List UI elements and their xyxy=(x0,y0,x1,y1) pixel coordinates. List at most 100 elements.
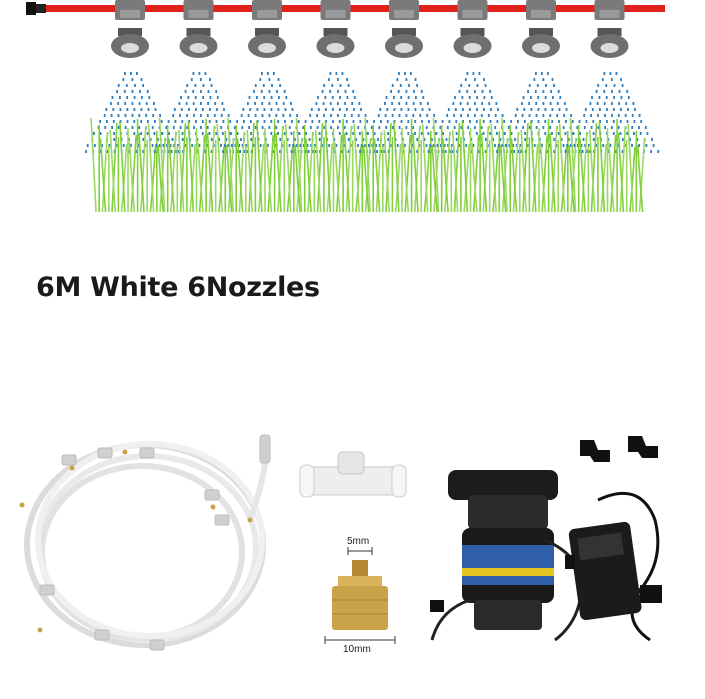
grass-blade xyxy=(609,134,617,213)
nozzle-neck xyxy=(460,28,485,36)
spray-droplet xyxy=(535,114,538,117)
spray-droplet xyxy=(245,144,248,147)
grass-blade xyxy=(463,143,470,213)
spray-droplet xyxy=(603,90,606,93)
spray-droplet xyxy=(533,144,536,147)
spray-droplet xyxy=(216,108,218,111)
spray-droplet xyxy=(514,138,516,141)
spray-droplet xyxy=(161,132,164,135)
spray-droplet xyxy=(624,114,627,117)
spray-droplet xyxy=(558,108,561,111)
spray-droplet xyxy=(458,144,460,147)
spray-droplet xyxy=(396,78,399,81)
spray-droplet xyxy=(504,132,506,135)
spray-droplet xyxy=(476,108,478,111)
spray-droplet xyxy=(573,144,576,147)
grass-blade xyxy=(246,129,253,213)
spray-droplet xyxy=(323,126,326,129)
grass-blade xyxy=(402,141,410,213)
misting-illustration xyxy=(26,0,665,213)
spray-droplet xyxy=(484,150,487,153)
spray-droplet xyxy=(86,144,89,147)
spray-droplet xyxy=(621,138,624,141)
spray-droplet xyxy=(626,90,629,93)
spray-droplet xyxy=(609,144,612,147)
spray-droplet xyxy=(560,138,563,141)
spray-droplet xyxy=(201,120,204,123)
spray-droplet xyxy=(328,144,331,147)
water-pump xyxy=(430,470,584,642)
spray-droplet xyxy=(186,84,189,87)
spray-droplet xyxy=(130,144,132,147)
spray-droplet xyxy=(350,114,353,117)
spray-droplet xyxy=(455,120,458,123)
spray-droplet xyxy=(138,102,141,105)
spray-droplet xyxy=(468,96,471,99)
spray-droplet xyxy=(482,132,485,135)
spray-droplet xyxy=(275,126,278,129)
grass-blade xyxy=(101,131,109,213)
spray-droplet xyxy=(638,114,641,117)
spray-droplet xyxy=(475,120,478,123)
spray-droplet xyxy=(318,120,321,123)
spray-droplet xyxy=(652,144,655,147)
spray-droplet xyxy=(510,132,513,135)
grass-blade xyxy=(362,144,370,213)
spray-droplet xyxy=(484,138,487,141)
spray-droplet xyxy=(483,96,486,99)
spray-droplet xyxy=(526,144,529,147)
grass-blade xyxy=(187,120,195,213)
spray-droplet xyxy=(337,78,339,81)
spray-droplet xyxy=(566,144,569,147)
spray-droplet xyxy=(290,132,293,135)
spray-droplet xyxy=(185,102,188,105)
nozzle-unit xyxy=(359,0,454,213)
spray-droplet xyxy=(314,150,317,153)
spray-droplet xyxy=(607,150,610,153)
spray-droplet xyxy=(126,108,129,111)
spray-droplet xyxy=(592,120,595,123)
spray-droplet xyxy=(629,138,631,141)
grass-blade xyxy=(568,144,575,213)
spray-droplet xyxy=(261,102,264,105)
spray-droplet xyxy=(193,126,195,129)
spray-droplet xyxy=(405,90,408,93)
spray-droplet xyxy=(590,114,592,117)
tubing-nozzles xyxy=(39,434,271,651)
spray-droplet xyxy=(528,84,531,87)
spray-droplet xyxy=(279,138,282,141)
spray-droplet xyxy=(535,126,538,129)
spray-droplet xyxy=(136,72,138,75)
spray-droplet xyxy=(510,150,513,153)
spray-droplet xyxy=(621,84,624,87)
spray-droplet xyxy=(591,96,593,99)
spray-droplet xyxy=(181,132,184,135)
spray-droplet xyxy=(386,120,389,123)
spray-droplet xyxy=(249,108,252,111)
grass-blade xyxy=(375,131,383,213)
grass-blade xyxy=(168,138,175,213)
spray-droplet xyxy=(657,150,660,153)
spray-droplet xyxy=(172,126,175,129)
nozzle-unit xyxy=(153,0,249,213)
spray-droplet xyxy=(357,114,360,117)
spray-droplet xyxy=(640,120,643,123)
spray-droplet xyxy=(636,138,639,141)
spray-droplet xyxy=(558,120,560,123)
spray-droplet xyxy=(530,108,533,111)
spray-droplet xyxy=(201,132,204,135)
spray-droplet xyxy=(112,120,115,123)
spray-droplet xyxy=(268,78,271,81)
spray-droplet xyxy=(481,90,484,93)
spray-droplet xyxy=(357,126,360,129)
spray-droplet xyxy=(179,126,182,129)
spray-droplet xyxy=(190,78,193,81)
spray-droplet xyxy=(631,114,634,117)
spray-droplet xyxy=(303,144,305,147)
spray-droplet xyxy=(420,90,423,93)
spray-droplet xyxy=(416,138,419,141)
spray-droplet xyxy=(290,150,293,153)
spray-droplet xyxy=(538,138,541,141)
spray-droplet xyxy=(599,108,601,111)
